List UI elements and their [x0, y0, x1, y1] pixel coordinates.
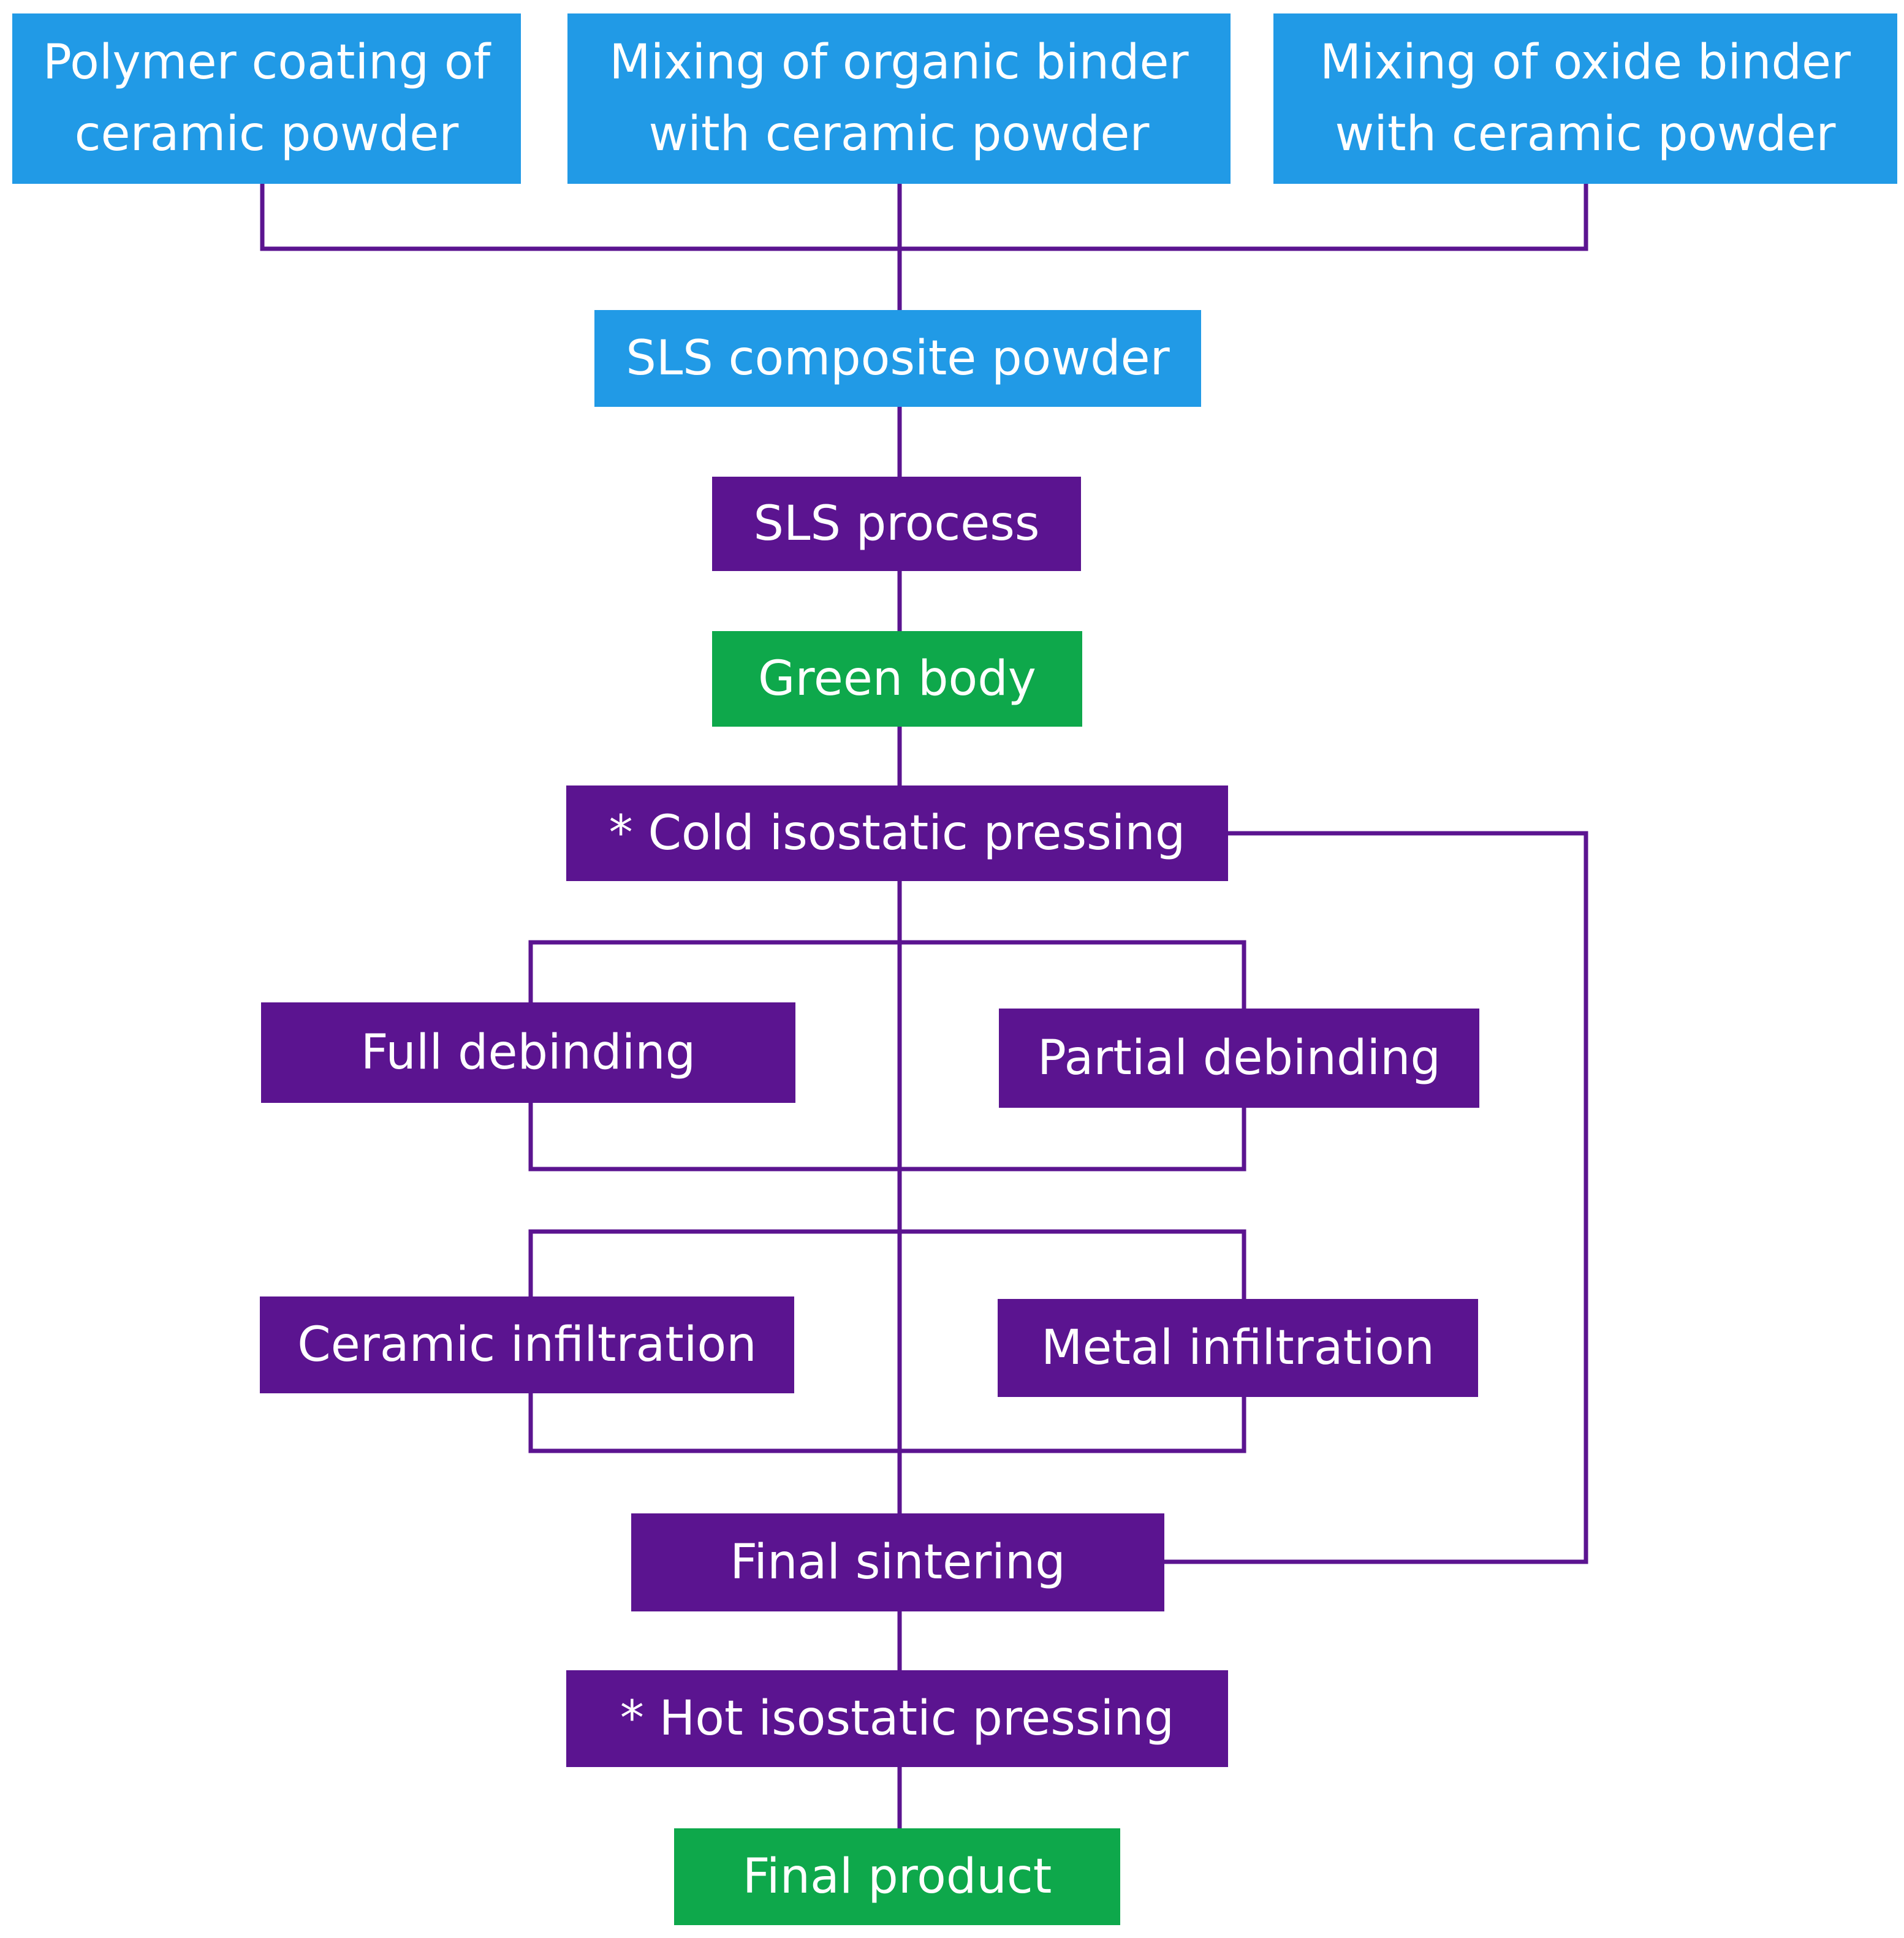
green-body-label: Green body: [758, 651, 1036, 706]
hot-pressing-box: * Hot isostatic pressing: [566, 1670, 1228, 1767]
bypass-line: [1164, 831, 1588, 1564]
sls-powder-box: SLS composite powder: [594, 310, 1201, 407]
debinding-branch-top: [528, 940, 1246, 1009]
final-product-box: Final product: [674, 1828, 1120, 1925]
oxide-binder-box: Mixing of oxide binder with ceramic powd…: [1273, 13, 1897, 184]
final-sintering-label: Final sintering: [730, 1534, 1066, 1590]
oxide-binder-label: Mixing of oxide binder with ceramic powd…: [1319, 35, 1851, 162]
infiltration-branch-top: [528, 1229, 1246, 1299]
polymer-coating-box: Polymer coating of ceramic powder: [12, 13, 521, 184]
polymer-coating-label: Polymer coating of ceramic powder: [42, 35, 491, 162]
hot-pressing-label: * Hot isostatic pressing: [620, 1690, 1175, 1746]
organic-binder-box: Mixing of organic binder with ceramic po…: [567, 13, 1231, 184]
sls-powder-label: SLS composite powder: [626, 330, 1170, 386]
ceramic-infiltration-box: Ceramic infiltration: [260, 1296, 794, 1393]
partial-debinding-label: Partial debinding: [1037, 1030, 1441, 1086]
merge-line-inputs: [260, 184, 1588, 251]
final-sintering-box: Final sintering: [631, 1513, 1164, 1611]
sls-process-box: SLS process: [712, 477, 1081, 571]
full-debinding-label: Full debinding: [360, 1024, 696, 1080]
partial-debinding-box: Partial debinding: [999, 1009, 1479, 1108]
cold-pressing-label: * Cold isostatic pressing: [609, 805, 1186, 861]
sls-process-label: SLS process: [753, 496, 1040, 551]
ceramic-infiltration-label: Ceramic infiltration: [297, 1317, 757, 1372]
organic-binder-label: Mixing of organic binder with ceramic po…: [609, 35, 1189, 162]
metal-infiltration-label: Metal infiltration: [1041, 1320, 1435, 1376]
cold-pressing-box: * Cold isostatic pressing: [566, 785, 1228, 881]
green-body-box: Green body: [712, 631, 1082, 727]
infiltration-branch-bottom: [528, 1393, 1246, 1453]
full-debinding-box: Full debinding: [261, 1002, 795, 1103]
debinding-branch-bottom: [528, 1103, 1246, 1172]
metal-infiltration-box: Metal infiltration: [998, 1299, 1478, 1397]
final-product-label: Final product: [742, 1849, 1052, 1904]
